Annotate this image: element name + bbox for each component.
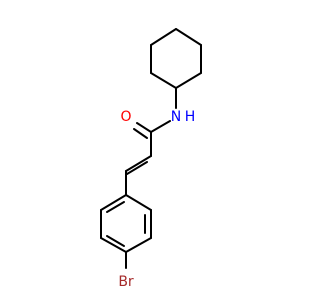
nitrogen-label: N [171,109,181,125]
structure-diagram: O N H Br [100,28,202,290]
nitrogen-hydrogen-label: H [185,109,196,125]
amine-label: N H [171,109,196,125]
carbonyl-double-bond [133,122,152,139]
bromine-label: Br [118,274,134,290]
cyclohexyl-bond [175,72,202,89]
cyclohexyl-ring [150,28,202,89]
cyclohexyl-bond [150,28,177,46]
oxygen-label: O [120,109,131,125]
molecule-canvas: O N H Br [100,28,202,290]
cyclohexyl-bond [150,72,177,89]
cyclohexyl-bond [175,28,202,46]
bromophenyl-ring [100,194,152,253]
alkene-double-bond [125,155,152,175]
nitrogen-to-carbonyl-bond [150,120,171,133]
